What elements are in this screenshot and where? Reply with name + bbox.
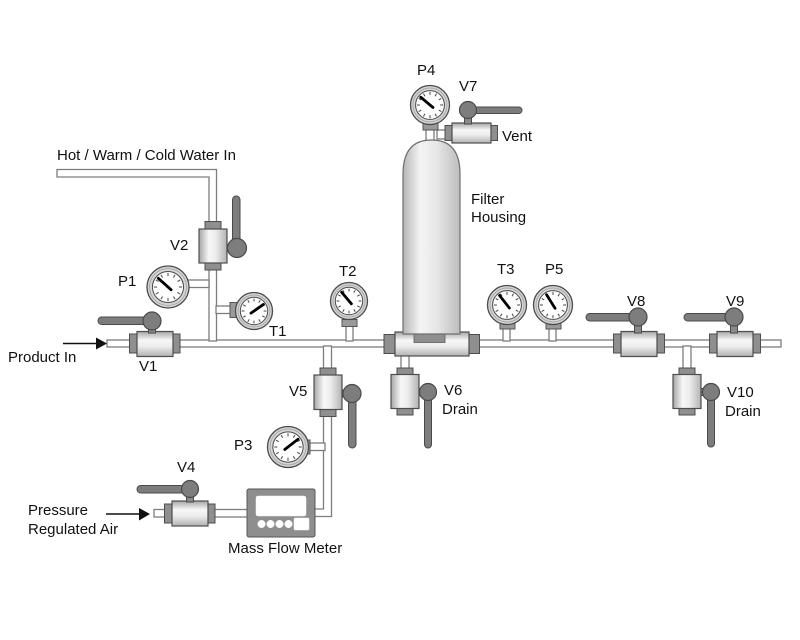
gauge-p1-label: P1 [118, 273, 137, 290]
v6-knob [418, 382, 438, 402]
v6-drain-label: Drain [442, 401, 478, 418]
mass-flow-meter [246, 488, 316, 538]
valve-v6 [390, 367, 438, 449]
product-in-label: Product In [8, 349, 77, 366]
v5-handle [348, 397, 357, 449]
v1-knob [142, 311, 162, 331]
meter-button [266, 519, 275, 529]
v10-knob [701, 382, 721, 402]
v10-stub [682, 345, 692, 370]
valve-v9 [683, 307, 761, 358]
meter-key [293, 517, 310, 531]
v2-handle [232, 195, 241, 245]
valve-v10 [672, 367, 721, 448]
gauge-t2-label: T2 [339, 263, 357, 280]
meter-riser-pipe [312, 414, 333, 518]
valve-v1 [97, 311, 181, 358]
valve-v8-label: V8 [627, 293, 646, 310]
valve-v10-label: V10 [727, 384, 754, 401]
housing-bottom-fitting [383, 331, 480, 357]
v8-knob [628, 307, 648, 327]
pressure-air-label-2: Regulated Air [28, 521, 119, 538]
meter-button [257, 519, 266, 529]
gauge-p5-label: P5 [545, 261, 564, 278]
t2-collar [341, 319, 358, 327]
gauge-p3-label: P3 [234, 437, 253, 454]
valve-v2-label: V2 [170, 237, 189, 254]
valve-v4-label: V4 [177, 459, 196, 476]
valve-v5-label: V5 [289, 383, 308, 400]
valve-v7-label: V7 [459, 78, 478, 95]
housing-cylinder [402, 139, 461, 335]
meter-display [255, 495, 307, 517]
v5-stub [322, 345, 333, 371]
valve-v1-label: V1 [139, 358, 158, 375]
gauge-t1 [234, 291, 274, 331]
valve-v2 [198, 195, 248, 271]
mass-flow-meter-label: Mass Flow Meter [228, 540, 343, 557]
v2-knob [226, 237, 248, 259]
filter-housing [383, 139, 480, 357]
valve-v5 [313, 367, 362, 449]
product-in-arrow [63, 337, 107, 350]
gauge-t3-label: T3 [497, 261, 515, 278]
gauge-t3 [486, 284, 528, 326]
gauge-p4-label: P4 [417, 62, 436, 79]
v9-knob [724, 307, 744, 327]
valve-v7 [444, 100, 523, 144]
gauge-p1 [146, 265, 190, 309]
v7-knob [458, 100, 478, 120]
v10-drain-label: Drain [725, 403, 761, 420]
v2-down-pipe [208, 267, 218, 342]
water-in-label: Hot / Warm / Cold Water In [57, 147, 236, 164]
v5-knob [342, 383, 362, 404]
gauge-p5 [532, 284, 574, 326]
gauge-t2 [329, 281, 369, 321]
v4-knob [180, 479, 200, 499]
gauge-p3 [266, 425, 310, 469]
valve-v4 [136, 479, 216, 527]
meter-button [275, 519, 284, 529]
pressure-air-arrow [106, 508, 150, 521]
gauge-t1-label: T1 [269, 323, 287, 340]
vent-label: Vent [502, 128, 533, 145]
valve-v8 [585, 307, 665, 358]
v6-handle [424, 396, 432, 449]
water-inlet-pipe [56, 168, 218, 227]
v10-handle [707, 396, 715, 448]
valve-v9-label: V9 [726, 293, 745, 310]
pressure-air-label-1: Pressure [28, 502, 89, 519]
gauge-p4 [409, 84, 451, 126]
filter-housing-label-2: Housing [471, 209, 527, 226]
v4-meter-pipe [211, 508, 249, 518]
meter-button [284, 519, 293, 529]
filter-housing-label-1: Filter [471, 191, 505, 208]
valve-v6-label: V6 [444, 382, 463, 399]
